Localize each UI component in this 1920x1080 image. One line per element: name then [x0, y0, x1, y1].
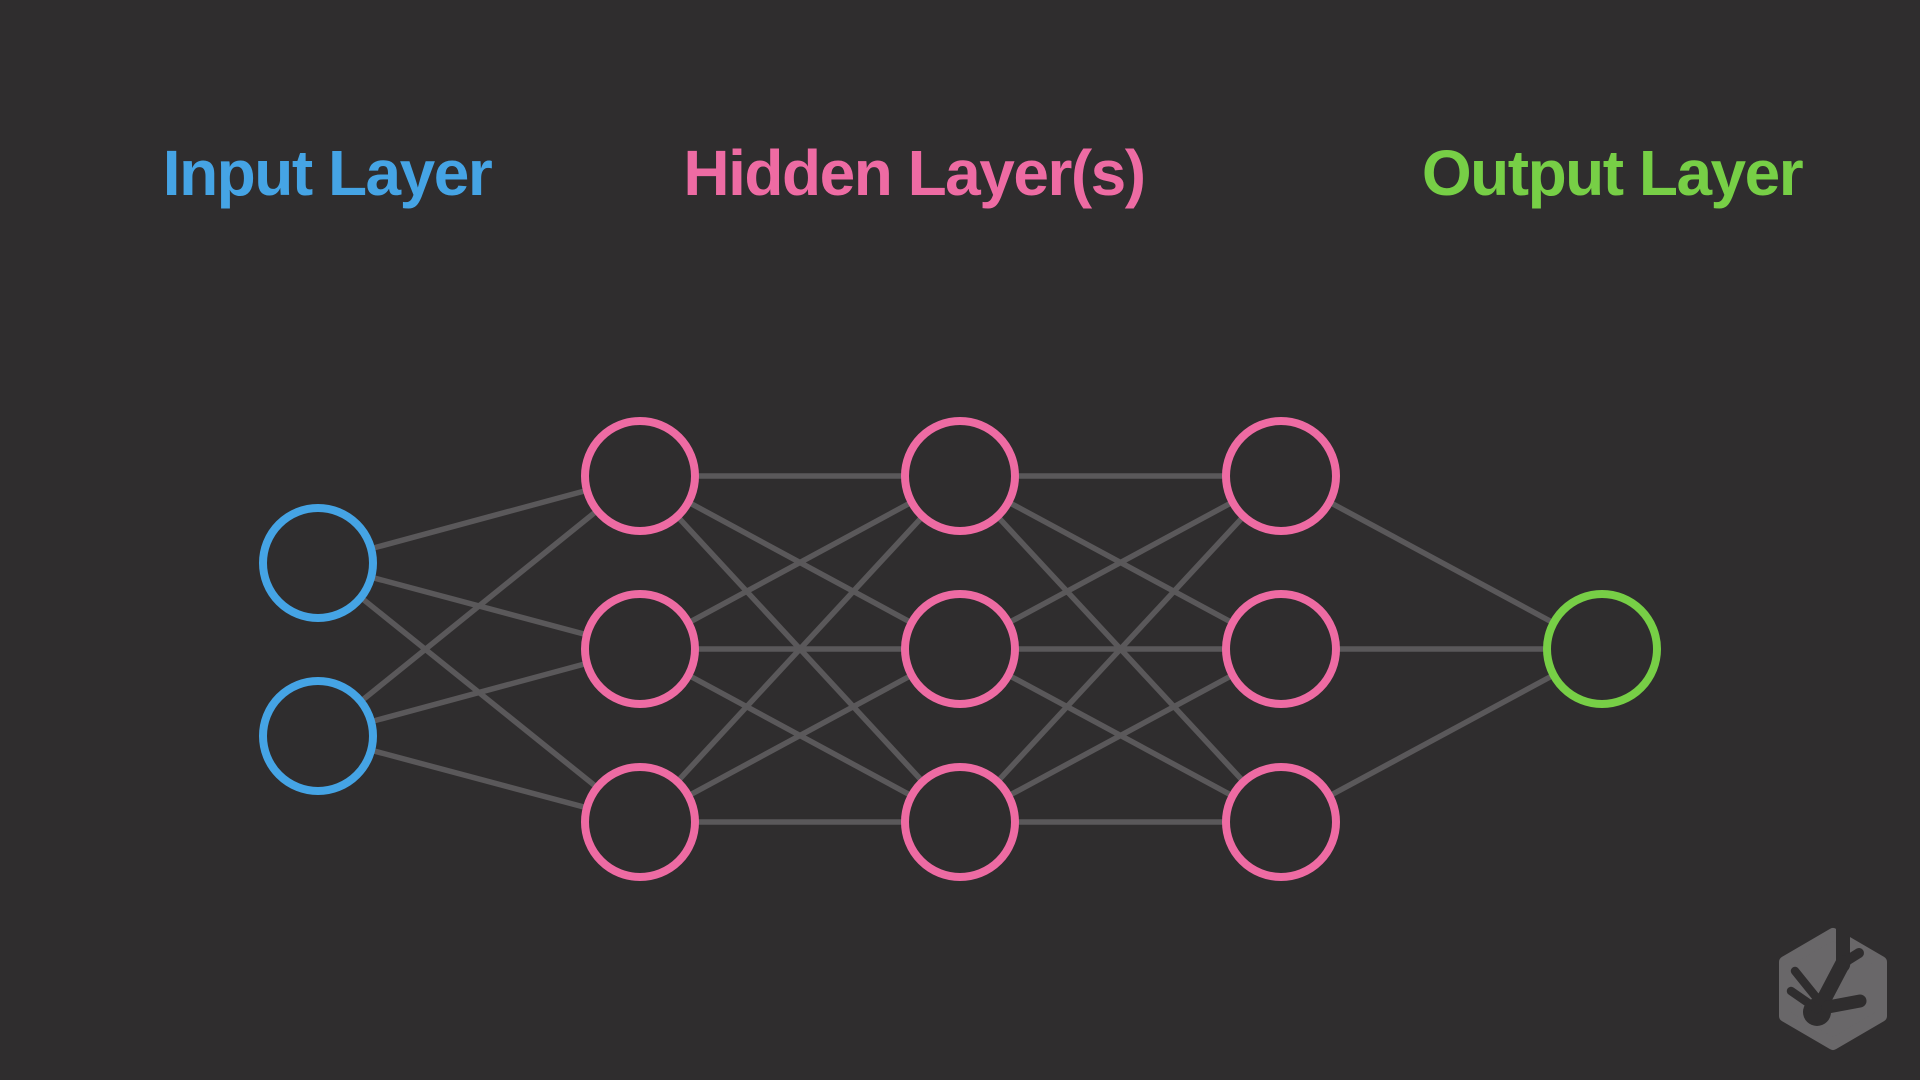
hidden-1-node-2: [581, 590, 699, 708]
connection-line: [1279, 473, 1604, 652]
input-layer-label: Input Layer: [162, 137, 493, 209]
hidden-1-node-3: [581, 763, 699, 881]
connection-line: [957, 474, 1284, 824]
hidden-3-node-2: [1222, 590, 1340, 708]
hidden-3-node-1: [1222, 417, 1340, 535]
output-node-1: [1543, 590, 1661, 708]
input-node-2: [259, 677, 377, 795]
connection-line: [1279, 646, 1604, 825]
connection-line: [316, 473, 642, 739]
hidden-1-node-1: [581, 417, 699, 535]
hidden-3-node-3: [1222, 763, 1340, 881]
connection-line: [638, 646, 962, 825]
connection-line: [638, 473, 962, 652]
hidden-2-node-1: [901, 417, 1019, 535]
connection-line: [958, 646, 1283, 825]
hidden-layer-label: Hidden Layer(s): [683, 137, 1146, 209]
connection-line: [637, 474, 963, 824]
frog-foot-logo-icon: [1779, 925, 1887, 1050]
logo-foot-cutout: [1786, 925, 1867, 1026]
node-circles: [259, 417, 1661, 881]
output-layer-label: Output Layer: [1421, 137, 1804, 209]
hidden-2-node-2: [901, 590, 1019, 708]
connection-line: [958, 473, 1283, 652]
input-node-1: [259, 504, 377, 622]
hidden-2-node-3: [901, 763, 1019, 881]
